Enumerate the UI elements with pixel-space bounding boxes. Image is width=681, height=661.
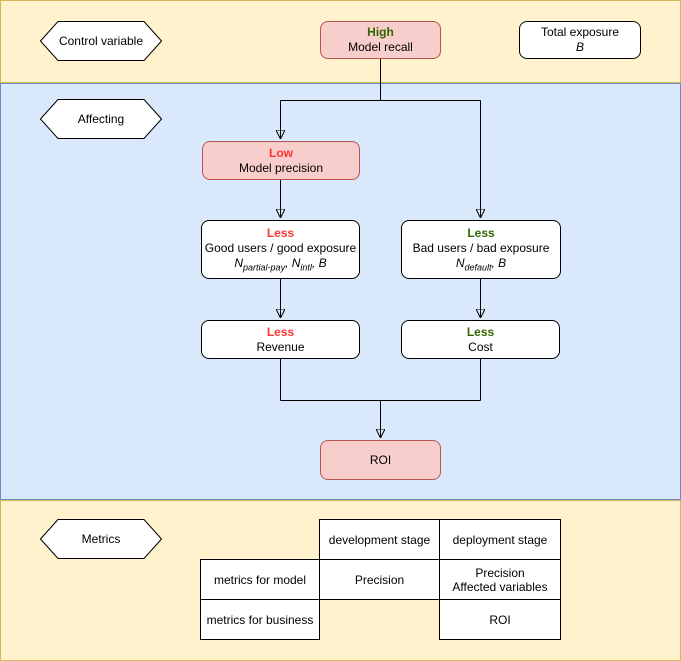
node-good-users-status: Less	[266, 226, 295, 241]
node-cost-label: Cost	[468, 339, 493, 354]
node-good-users-label: Good users / good exposure	[204, 241, 357, 256]
node-roi: ROI	[320, 440, 441, 480]
node-bad-users-formula: Ndefault, B	[455, 256, 507, 273]
development-stage-header: development stage	[328, 532, 431, 547]
affecting-label: Affecting	[77, 112, 125, 126]
node-roi-label: ROI	[369, 452, 392, 467]
hexagon-shape	[40, 21, 162, 61]
hexagon-shape	[40, 519, 162, 559]
node-model-precision-status: Low	[269, 145, 293, 160]
node-good-users: Less Good users / good exposure Npartial…	[201, 220, 360, 279]
cell-deployment-stage: deployment stage	[439, 519, 561, 560]
node-revenue: Less Revenue	[201, 320, 360, 359]
node-cost-status: Less	[466, 324, 495, 339]
node-bad-users: Less Bad users / bad exposure Ndefault, …	[401, 220, 561, 279]
hexagon-affecting: Affecting	[40, 99, 162, 139]
cell-metrics-for-model: metrics for model	[200, 559, 320, 600]
cell-business-deployment-roi: ROI	[439, 599, 561, 640]
node-revenue-label: Revenue	[256, 339, 305, 354]
node-bad-users-label: Bad users / bad exposure	[412, 241, 550, 256]
cell-model-development-precision: Precision	[319, 559, 440, 600]
node-total-exposure-formula: B	[575, 40, 584, 54]
metrics-label: Metrics	[81, 532, 121, 546]
node-model-precision-label: Model precision	[238, 160, 324, 175]
node-bad-users-status: Less	[467, 226, 495, 241]
node-total-exposure-label: Total exposure	[540, 25, 620, 39]
cell-metrics-for-business: metrics for business	[200, 599, 320, 640]
node-model-recall-status: High	[367, 25, 394, 39]
node-total-exposure: Total exposure B	[519, 21, 641, 59]
node-good-users-formula: Npartial-pay, Nintl, B	[234, 256, 327, 273]
hexagon-metrics: Metrics	[40, 519, 162, 559]
node-model-precision: Low Model precision	[202, 141, 360, 180]
model-deployment-value-line1: Precision	[475, 565, 525, 580]
cell-model-deployment-precision: Precision Affected variables	[439, 559, 561, 600]
hexagon-control-variable: Control variable	[40, 21, 162, 61]
connector-high-branch	[280, 59, 481, 101]
hexagon-shape	[40, 99, 162, 139]
node-cost: Less Cost	[401, 320, 560, 359]
control-variable-label: Control variable	[58, 34, 144, 48]
model-development-value: Precision	[354, 572, 405, 587]
connector-merge-junction	[280, 359, 481, 401]
metrics-for-model-header: metrics for model	[213, 572, 307, 587]
business-deployment-value: ROI	[489, 612, 511, 627]
deployment-stage-header: deployment stage	[452, 532, 548, 547]
metrics-for-business-header: metrics for business	[206, 612, 314, 627]
node-model-recall-label: Model recall	[348, 40, 413, 54]
model-deployment-value-line2: Affected variables	[452, 579, 548, 594]
cell-development-stage: development stage	[319, 519, 440, 560]
node-model-recall: High Model recall	[320, 21, 441, 59]
node-revenue-status: Less	[266, 324, 295, 339]
